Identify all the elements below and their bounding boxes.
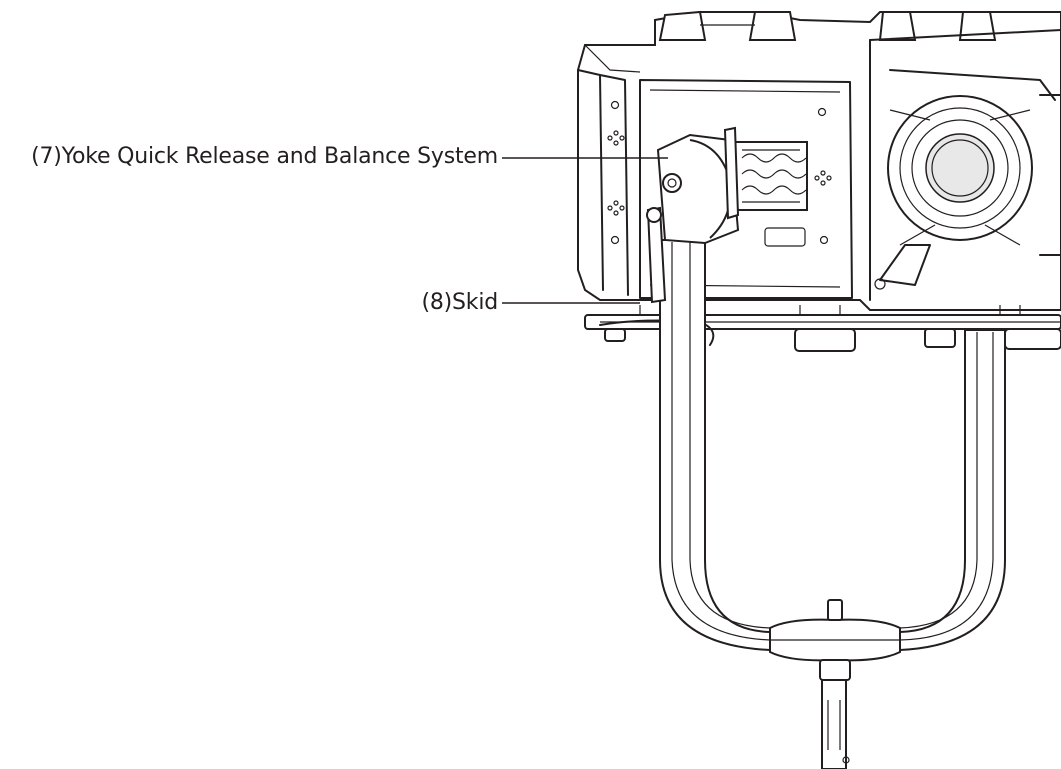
yoke-quick-release [646,126,740,304]
callout-label-skid: (8)Skid [421,290,498,315]
front-mount [869,29,1061,301]
callout-label-yoke-quick-release: (7)Yoke Quick Release and Balance System [31,144,498,169]
yoke [659,239,1006,769]
